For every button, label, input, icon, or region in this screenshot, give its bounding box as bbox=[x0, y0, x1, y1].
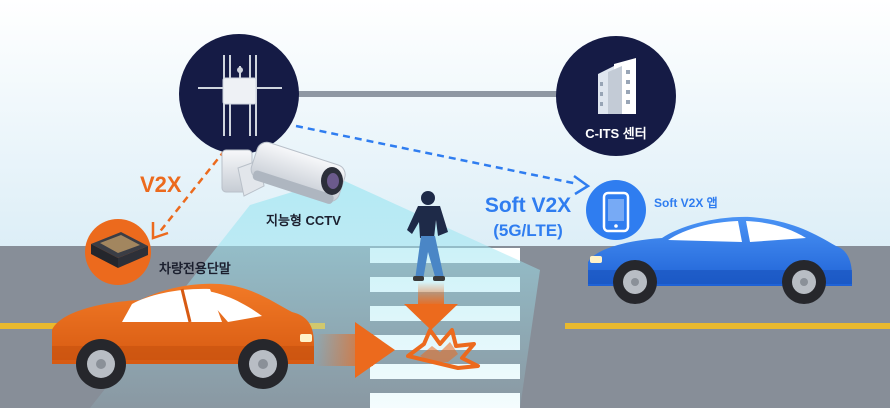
soft-v2x-link-arrowhead bbox=[573, 174, 591, 196]
sky-background bbox=[0, 0, 890, 250]
smart-cctv-label: 지능형 CCTV bbox=[266, 213, 341, 228]
orange-car bbox=[52, 283, 314, 389]
v2x-link bbox=[157, 149, 226, 235]
vehicle-terminal-label: 차량전용단말 bbox=[159, 261, 231, 276]
rsu-antenna-icon bbox=[179, 34, 299, 154]
warning-right-arrow bbox=[315, 322, 395, 378]
blue-car bbox=[588, 216, 852, 304]
v2x-label: V2X bbox=[140, 172, 182, 197]
vehicle-terminal-icon bbox=[85, 219, 151, 285]
soft-v2x-network-label: (5G/LTE) bbox=[493, 221, 563, 240]
warning-down-arrow bbox=[404, 282, 458, 330]
soft-v2x-title: Soft V2X bbox=[484, 194, 572, 217]
c-its-center-label: C-ITS 센터 bbox=[585, 126, 647, 141]
pedestrian-icon bbox=[407, 191, 448, 281]
soft-v2x-app-label: Soft V2X 앱 bbox=[654, 196, 718, 210]
smartphone-icon bbox=[586, 180, 646, 240]
collision-burst-icon bbox=[406, 328, 480, 370]
c-its-building-icon bbox=[556, 36, 676, 156]
v2x-link-arrowhead bbox=[151, 222, 169, 240]
cctv-camera-icon bbox=[221, 141, 346, 204]
lane-line-right bbox=[565, 323, 890, 329]
